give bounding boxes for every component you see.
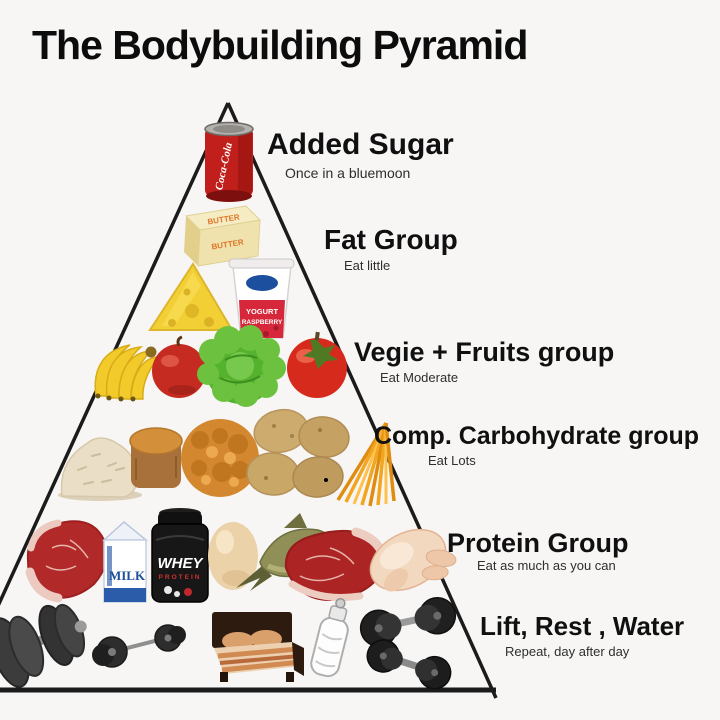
level-added-sugar-label: Added Sugar Once in a bluemoon bbox=[267, 129, 454, 181]
potatoes-icon bbox=[246, 408, 350, 498]
level-protein-advice: Eat as much as you can bbox=[477, 558, 616, 574]
level-lift-rest-water-heading: Lift, Rest , Water bbox=[480, 611, 685, 641]
bed-icon bbox=[212, 612, 304, 682]
level-fat-group-advice: Eat little bbox=[344, 258, 391, 274]
pyramid-outline bbox=[0, 102, 498, 699]
cola-can-icon: Coca-Cola bbox=[204, 121, 254, 202]
level-protein-heading: Protein Group bbox=[447, 528, 629, 558]
spaghetti-icon bbox=[336, 422, 396, 507]
barbell-icon bbox=[92, 624, 186, 668]
apple-icon bbox=[152, 335, 206, 398]
yogurt-label-bottom-text: RASPBERRY bbox=[242, 319, 283, 326]
lettuce-icon bbox=[197, 325, 286, 407]
dumbbells-icon bbox=[359, 597, 457, 690]
level-vegie-fruits-label: Vegie + Fruits group Eat Moderate bbox=[354, 337, 615, 386]
egg-icon bbox=[208, 522, 258, 590]
dumbbell-icon bbox=[0, 603, 87, 688]
page-title: The Bodybuilding Pyramid bbox=[32, 22, 528, 68]
rice-icon bbox=[58, 437, 142, 501]
level-vegie-fruits-advice: Eat Moderate bbox=[380, 370, 459, 386]
level-carbohydrate-heading: Comp. Carbohydrate group bbox=[374, 422, 700, 450]
bananas-icon bbox=[94, 344, 161, 402]
water-bottle-icon bbox=[310, 598, 349, 678]
whey-sub-label-text: PROTEIN bbox=[159, 574, 202, 581]
bread-icon bbox=[129, 427, 183, 488]
steak-icon-2 bbox=[284, 527, 389, 602]
butter-icon: BUTTER BUTTER bbox=[184, 205, 262, 267]
tomato-icon bbox=[287, 331, 347, 398]
cereal-icon bbox=[181, 419, 259, 497]
cheese-icon bbox=[148, 262, 234, 331]
whey-label-text: WHEY bbox=[158, 555, 205, 572]
yogurt-icon: YOGURT RASPBERRY bbox=[228, 258, 295, 339]
level-fat-group-heading: Fat Group bbox=[324, 224, 458, 255]
milk-label-text: MILK bbox=[109, 568, 146, 583]
level-lift-rest-water-label: Lift, Rest , Water Repeat, day after day bbox=[480, 611, 685, 660]
level-protein-label: Protein Group Eat as much as you can bbox=[447, 528, 629, 574]
whey-protein-icon: WHEY PROTEIN bbox=[151, 508, 209, 603]
level-lift-rest-water-advice: Repeat, day after day bbox=[505, 644, 630, 660]
level-vegie-fruits-heading: Vegie + Fruits group bbox=[354, 337, 615, 367]
level-fat-group-label: Fat Group Eat little bbox=[324, 224, 458, 274]
level-carbohydrate-label: Comp. Carbohydrate group Eat Lots bbox=[374, 422, 700, 469]
yogurt-label-top-text: YOGURT bbox=[246, 307, 279, 316]
chicken-icon bbox=[369, 528, 457, 592]
level-added-sugar-heading: Added Sugar bbox=[267, 128, 454, 161]
level-carbohydrate-advice: Eat Lots bbox=[428, 453, 476, 469]
milk-carton-icon: MILK bbox=[102, 521, 149, 603]
level-added-sugar-advice: Once in a bluemoon bbox=[285, 164, 411, 181]
steak-icon bbox=[25, 519, 108, 603]
